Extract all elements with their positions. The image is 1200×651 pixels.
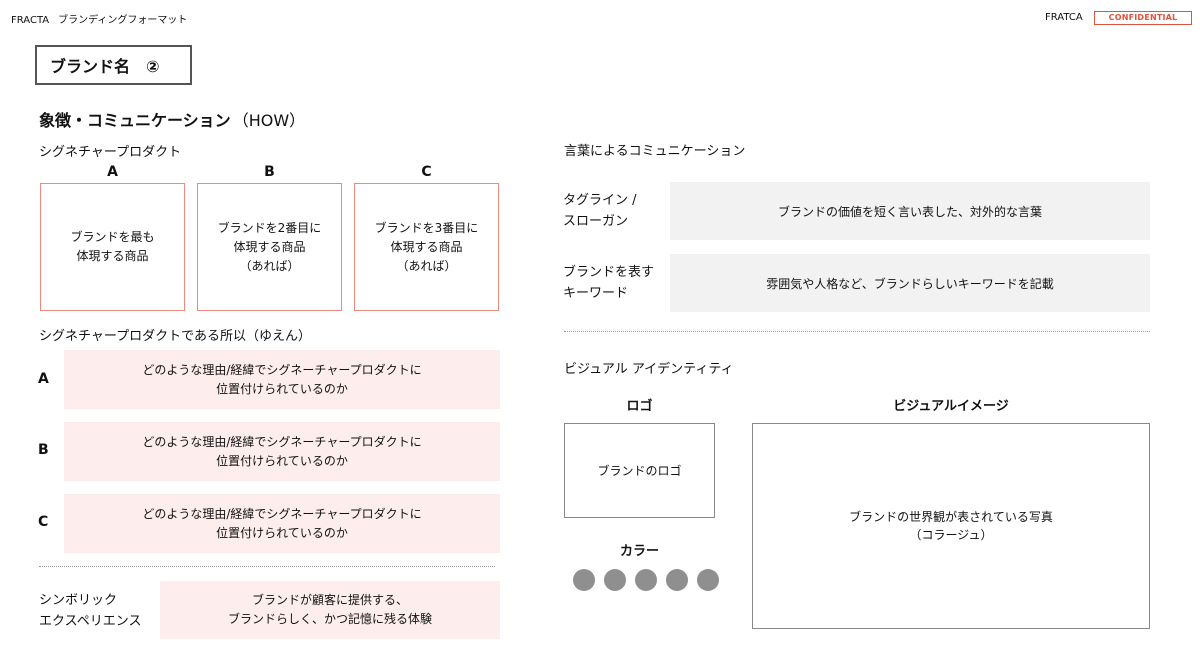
keyword-box: 雰囲気や人格など、ブランドらしいキーワードを記載 [670, 254, 1150, 312]
header-right-label: FRATCA [1045, 12, 1083, 23]
product-letter-a: A [107, 164, 118, 180]
reason-letter-c: C [38, 514, 49, 530]
logo-heading: ロゴ [626, 399, 653, 414]
product-letter-c: C [421, 164, 432, 180]
color-swatch-2 [604, 569, 626, 591]
product-box-c: ブランドを3番目に 体現する商品 （あれば） [354, 183, 499, 311]
section-title: 象徴・コミュニケーション（HOW） [39, 107, 305, 131]
header-left: FRACTA ブランディングフォーマット [11, 11, 187, 26]
doc-title: ブランディングフォーマット [58, 15, 188, 26]
visual-image-box: ブランドの世界観が表されている写真 （コラージュ） [752, 423, 1150, 629]
product-box-a: ブランドを最も 体現する商品 [40, 183, 185, 311]
product-letter-b: B [264, 164, 275, 180]
visual-image-heading: ビジュアルイメージ [893, 399, 1009, 414]
tagline-label: タグライン / スローガン [563, 193, 637, 229]
verbal-title: 言葉によるコミュニケーション [564, 144, 746, 159]
reason-letter-b: B [38, 442, 49, 458]
confidential-badge: CONFIDENTIAL [1094, 11, 1192, 25]
color-swatch-1 [573, 569, 595, 591]
visual-title: ビジュアル アイデンティティ [564, 362, 734, 377]
tagline-box: ブランドの価値を短く言い表した、対外的な言葉 [670, 182, 1150, 240]
logo-box: ブランドのロゴ [564, 423, 715, 518]
color-swatch-5 [697, 569, 719, 591]
keyword-label: ブランドを表す キーワード [563, 265, 655, 301]
divider-left [39, 566, 495, 567]
color-swatch-4 [666, 569, 688, 591]
symbolic-label: シンボリック エクスペリエンス [39, 593, 142, 629]
color-heading: カラー [619, 544, 659, 559]
signature-title: シグネチャープロダクト [39, 145, 182, 160]
section-title-main: 象徴・コミュニケーション [39, 111, 231, 130]
company-name: FRACTA [11, 15, 50, 26]
reason-box-c: どのような理由/経緯でシグネーチャープロダクトに 位置付けられているのか [64, 494, 500, 553]
reason-letter-a: A [38, 371, 49, 387]
section-title-sub: （HOW） [232, 111, 306, 130]
brand-name-box: ブランド名 ② [35, 45, 192, 85]
divider-right [564, 331, 1150, 332]
color-swatches [573, 569, 719, 591]
reason-box-b: どのような理由/経緯でシグネーチャープロダクトに 位置付けられているのか [64, 422, 500, 481]
reason-box-a: どのような理由/経緯でシグネーチャープロダクトに 位置付けられているのか [64, 350, 500, 409]
reasons-title: シグネチャープロダクトである所以（ゆえん） [39, 329, 311, 344]
color-swatch-3 [635, 569, 657, 591]
product-box-b: ブランドを2番目に 体現する商品 （あれば） [197, 183, 342, 311]
symbolic-box: ブランドが顧客に提供する、 ブランドらしく、かつ記憶に残る体験 [160, 581, 500, 639]
